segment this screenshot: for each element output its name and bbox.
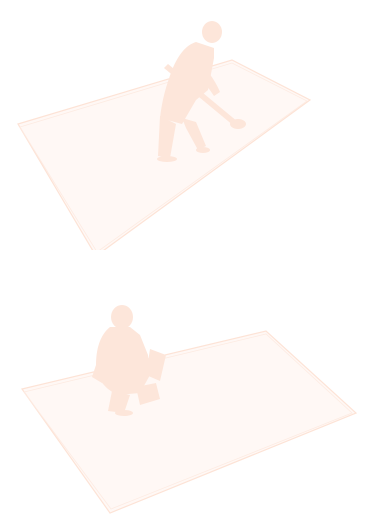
standing-worker-head [202,21,222,43]
crouching-worker-head [111,305,133,329]
tool-head-icon [230,119,246,129]
bottom-scene [0,265,367,515]
crouching-worker-foot [115,410,133,416]
top-scene [0,0,367,250]
standing-worker-foot-right [196,147,210,153]
top-panel [0,0,367,250]
bottom-floor-sheet [22,331,356,513]
bottom-panel [0,265,367,515]
crouching-worker-torso [96,327,150,395]
standing-worker-foot-left [157,156,177,162]
